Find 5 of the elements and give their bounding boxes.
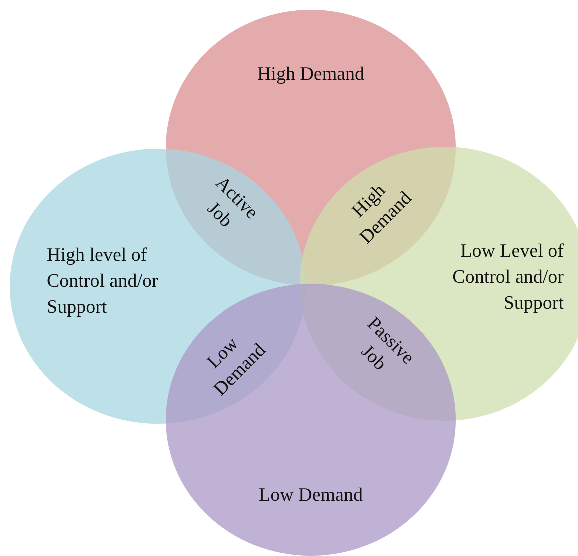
circle-label: High level of Control and/or Support: [47, 244, 160, 320]
circle-label: Low Demand: [258, 484, 364, 508]
circle-label: Low Level of Control and/or Support: [452, 240, 564, 316]
circle: [166, 284, 456, 556]
circle-label: High Demand: [256, 63, 366, 87]
